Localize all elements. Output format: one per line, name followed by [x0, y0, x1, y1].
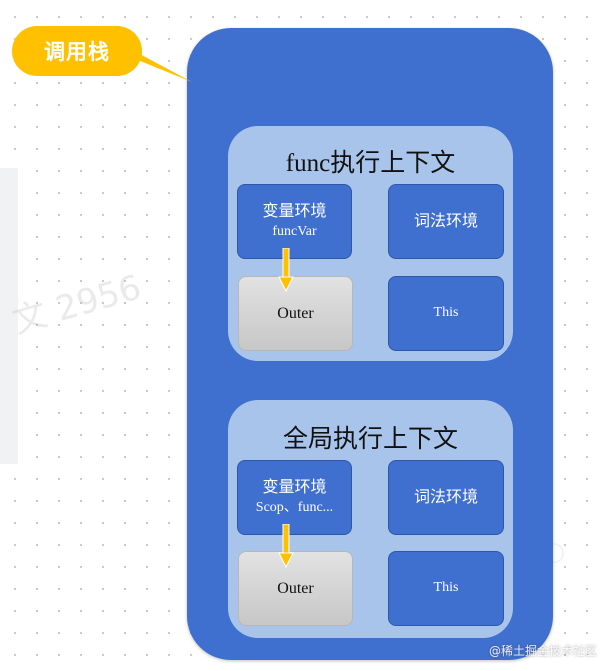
global-variable-env-label: 变量环境	[262, 479, 327, 497]
func-variable-env-value: funcVar	[272, 223, 317, 239]
global-lexical-environment: 词法环境	[388, 460, 504, 535]
global-this-label: This	[433, 580, 459, 596]
global-outer-box: Outer	[238, 551, 353, 626]
func-this-label: This	[433, 305, 459, 321]
left-side-panel	[0, 168, 18, 464]
call-stack-container: func执行上下文 变量环境 funcVar 词法环境 Outer This 全…	[187, 28, 553, 660]
func-execution-context: func执行上下文 变量环境 funcVar 词法环境 Outer This	[228, 126, 513, 361]
func-outer-label: Outer	[277, 304, 314, 322]
func-context-title: func执行上下文	[285, 150, 456, 177]
global-lexical-env-label: 词法环境	[413, 488, 478, 506]
global-outer-label: Outer	[277, 579, 314, 597]
call-stack-bubble: 调用栈	[12, 26, 142, 76]
global-context-title: 全局执行上下文	[282, 426, 458, 453]
global-execution-context: 全局执行上下文 变量环境 Scop、func... 词法环境 Outer Thi…	[228, 400, 513, 638]
func-this-box: This	[388, 276, 504, 351]
call-stack-label: 调用栈	[44, 40, 110, 64]
global-this-box: This	[388, 551, 504, 626]
global-variable-env-value: Scop、func...	[255, 499, 334, 515]
global-outer-arrow-icon	[278, 524, 294, 568]
func-lexical-environment: 词法环境	[388, 184, 504, 259]
func-outer-box: Outer	[238, 276, 353, 351]
watermark-text: @稀土掘金技术社区	[488, 644, 597, 658]
func-variable-environment: 变量环境 funcVar	[237, 184, 352, 259]
func-variable-env-label: 变量环境	[262, 203, 327, 221]
func-lexical-env-label: 词法环境	[413, 212, 478, 230]
func-outer-arrow-icon	[278, 248, 294, 292]
global-variable-environment: 变量环境 Scop、func...	[237, 460, 352, 535]
background-ghost-text: 文 2956	[8, 267, 146, 343]
